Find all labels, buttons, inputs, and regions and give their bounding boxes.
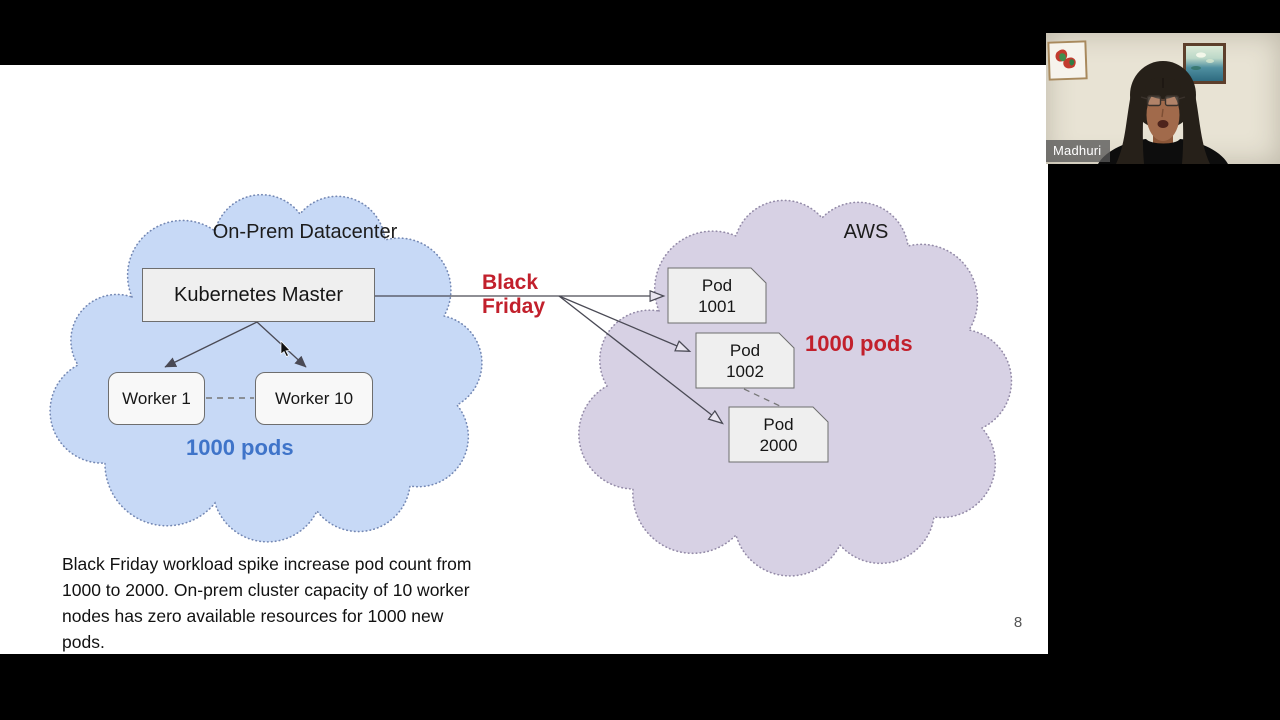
worker-1-node: Worker 1	[108, 372, 205, 425]
aws-cloud-shape	[578, 199, 1013, 577]
pod-name: Pod	[763, 414, 794, 434]
participant-name-badge: Madhuri	[1046, 140, 1111, 162]
person-glasses	[1140, 95, 1186, 107]
black-friday-label: Black Friday	[482, 271, 546, 318]
arrow-master-to-worker1	[164, 321, 258, 368]
person-hair-right	[1182, 89, 1210, 164]
person-mouth	[1157, 120, 1169, 128]
pod-id: 2000	[759, 435, 798, 455]
kubernetes-master-node: Kubernetes Master	[142, 268, 375, 322]
worker-10-node: Worker 10	[255, 372, 373, 425]
pod-1001-shape	[667, 267, 767, 324]
slide-page-number: 8	[1013, 614, 1023, 631]
slide-caption: Black Friday workload spike increase pod…	[62, 554, 472, 652]
pod-2000-label: Pod 2000	[729, 407, 828, 462]
pod-1002-shape	[695, 332, 795, 389]
person-nose	[1161, 108, 1164, 118]
pod-1002-label: Pod 1002	[696, 333, 794, 388]
pod-name: Pod	[729, 340, 761, 360]
pod-name: Pod	[701, 275, 733, 295]
pod-2000-shape	[728, 406, 829, 463]
webcam-video-tile[interactable]: Madhuri	[1046, 33, 1280, 164]
aws-cloud-title: AWS	[843, 221, 889, 243]
connector-pod1002-pod2000	[743, 388, 783, 408]
person-face	[1146, 89, 1180, 141]
onprem-cloud-shape	[49, 193, 483, 543]
arrow-master-to-pod1002	[558, 295, 689, 351]
presentation-slide: On-Prem Datacenter AWS Kubernetes Master…	[0, 65, 1048, 654]
person-hair-left	[1116, 89, 1144, 164]
arrow-master-to-pod2000	[558, 295, 722, 423]
wall-art-butterfly	[1047, 40, 1088, 81]
aws-pod-count: 1000 pods	[805, 331, 913, 356]
mouse-cursor-icon	[280, 340, 291, 357]
onprem-pod-count: 1000 pods	[186, 435, 294, 460]
pod-id: 1002	[726, 361, 764, 381]
pod-id: 1001	[698, 296, 736, 316]
onprem-cloud-title: On-Prem Datacenter	[212, 221, 398, 243]
pod-1001-label: Pod 1001	[668, 268, 766, 323]
participant-person	[1098, 61, 1228, 164]
